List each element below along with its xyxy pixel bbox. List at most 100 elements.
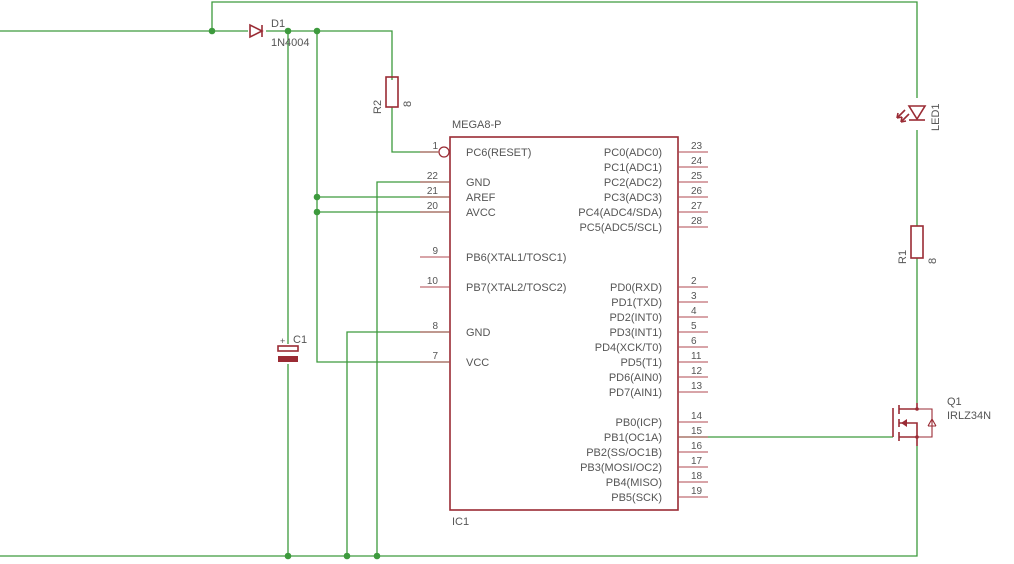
- ic-pin-number: 11: [691, 351, 702, 362]
- ic-pin-label: PB0(ICP): [616, 417, 662, 429]
- junction-dot: [313, 27, 321, 35]
- resistor-r1: R1 8: [897, 225, 939, 264]
- junction-dot: [313, 208, 321, 216]
- ic-pin-number: 25: [691, 171, 703, 182]
- q1-source-lead: [899, 436, 918, 446]
- ic-pin-label: PD1(TXD): [611, 297, 662, 309]
- ic-pin-label: AREF: [466, 192, 496, 204]
- ic-pin-label: GND: [466, 177, 491, 189]
- ic-pin-number: 18: [691, 471, 703, 482]
- ic-pin-number: 15: [691, 426, 703, 437]
- ic-pin-number: 16: [691, 441, 703, 452]
- top-rail-wire: [211, 1, 918, 98]
- ic-pin-number: 13: [691, 381, 703, 392]
- vcc-bus-wire: [316, 31, 450, 363]
- ic-pin-number: 1: [432, 141, 438, 152]
- r2-to-reset-wire: [391, 107, 438, 153]
- c1-plate-plus: [277, 345, 299, 352]
- ic-pin-label: PD4(XCK/T0): [595, 342, 662, 354]
- ic-mega8: MEGA8-P IC1 1PC6(RESET)22GND21AREF20AVCC…: [420, 119, 708, 528]
- ic-pin-label: PB7(XTAL2/TOSC2): [466, 282, 566, 294]
- junction-dot: [313, 193, 321, 201]
- ic-pin-label: PB1(OC1A): [604, 432, 662, 444]
- ic-pin-number: 12: [691, 366, 703, 377]
- ic-name: IC1: [452, 516, 469, 528]
- led-led1: LED1: [896, 103, 942, 131]
- ic-pin-label: PB4(MISO): [606, 477, 662, 489]
- ic-pin-number: 8: [432, 321, 438, 332]
- junction-dot: [343, 552, 351, 560]
- junctions: [208, 27, 381, 560]
- led-arrow-1: [896, 109, 906, 119]
- r1-value: 8: [927, 258, 939, 264]
- ic-pin-label: GND: [466, 327, 491, 339]
- ic-pin-number: 7: [432, 351, 438, 362]
- diode-d1: D1 1N4004: [249, 18, 310, 49]
- ic-pin-label: PD0(RXD): [610, 282, 662, 294]
- ic-pin-label: PB6(XTAL1/TOSC1): [466, 252, 566, 264]
- ic-pin-number: 3: [691, 291, 697, 302]
- ic-pin-label: AVCC: [466, 207, 496, 219]
- ic-pin-number: 21: [427, 186, 439, 197]
- led-arrow-head-2: [900, 116, 907, 123]
- q1-body-lead: [899, 422, 918, 437]
- q1-value: IRLZ34N: [947, 410, 991, 422]
- ic-pin-number: 22: [427, 171, 439, 182]
- q1-drain-lead: [899, 403, 918, 410]
- ic-pin-number: 23: [691, 141, 703, 152]
- led-body-icon: [907, 105, 927, 121]
- ic-pin-number: 6: [691, 336, 697, 347]
- ic-right-pins: 23PC0(ADC0)24PC1(ADC1)25PC2(ADC2)26PC3(A…: [578, 141, 708, 504]
- c1-plate-minus: [278, 356, 298, 362]
- diode-output-wire: [266, 30, 393, 80]
- led-arrow-2: [900, 113, 910, 123]
- ic-pin-number: 28: [691, 216, 703, 227]
- ic-pin-number: 9: [432, 246, 438, 257]
- ic-pin-label: PD2(INT0): [609, 312, 662, 324]
- ic-pin-number: 10: [427, 276, 439, 287]
- ic-pin-label: PD6(AIN0): [609, 372, 662, 384]
- ic-pin-number: 14: [691, 411, 703, 422]
- ic-pin-label: PB2(SS/OC1B): [586, 447, 662, 459]
- ic-pin-label: PC2(ADC2): [604, 177, 662, 189]
- r2-value: 8: [402, 101, 414, 107]
- ic-pin-label: VCC: [466, 357, 489, 369]
- ground-rail-wire: [0, 446, 918, 557]
- junction-dot: [373, 552, 381, 560]
- r2-body: [385, 76, 399, 108]
- junction-dot: [284, 552, 292, 560]
- ic-value: MEGA8-P: [452, 119, 502, 131]
- ic-pin-label: PC5(ADC5/SCL): [579, 222, 662, 234]
- ic-pin-label: PD7(AIN1): [609, 387, 662, 399]
- d1-value: 1N4004: [271, 37, 310, 49]
- ic-pin-number: 4: [691, 306, 697, 317]
- reset-inversion-bubble: [438, 146, 450, 158]
- c1-polarity: +: [280, 336, 285, 346]
- ic-pin-label: PB3(MOSI/OC2): [580, 462, 662, 474]
- q1-arrow-icon: [901, 419, 907, 427]
- led1-name: LED1: [930, 103, 942, 131]
- r1-body: [910, 225, 924, 259]
- resistor-r2: R2 8: [372, 76, 414, 114]
- r2-name: R2: [372, 100, 384, 114]
- ic-pin-number: 26: [691, 186, 703, 197]
- wires: [0, 1, 918, 557]
- ic-pin-number: 17: [691, 456, 703, 467]
- ic-pin-number: 2: [691, 276, 697, 287]
- junction-dot: [208, 27, 216, 35]
- q1-body-diode-icon: [917, 408, 937, 438]
- ic-pin-label: PB5(SCK): [611, 492, 662, 504]
- diode-body-icon: [249, 23, 264, 39]
- ic-pin-label: PC4(ADC4/SDA): [578, 207, 662, 219]
- gnd8-wire: [346, 331, 450, 556]
- junction-dot: [284, 27, 292, 35]
- ic-pin-label: PD3(INT1): [609, 327, 662, 339]
- ic-pin-number: 20: [427, 201, 439, 212]
- ic-left-pins: 1PC6(RESET)22GND21AREF20AVCC9PB6(XTAL1/T…: [420, 141, 566, 369]
- gnd22-wire: [376, 181, 450, 556]
- ic-pin-number: 19: [691, 486, 703, 497]
- ic-pin-number: 27: [691, 201, 703, 212]
- ic-body: [449, 136, 679, 511]
- ic-pin-number: 24: [691, 156, 703, 167]
